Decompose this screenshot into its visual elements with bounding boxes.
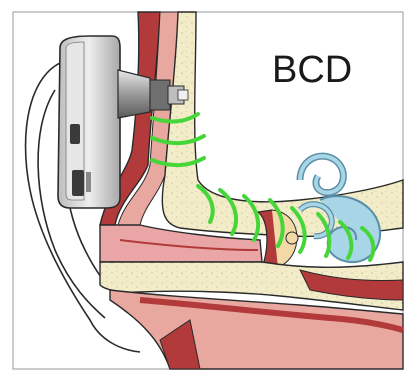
- figure-label: BCD: [272, 49, 352, 91]
- device-switch: [70, 124, 80, 144]
- device-dial: [72, 170, 84, 196]
